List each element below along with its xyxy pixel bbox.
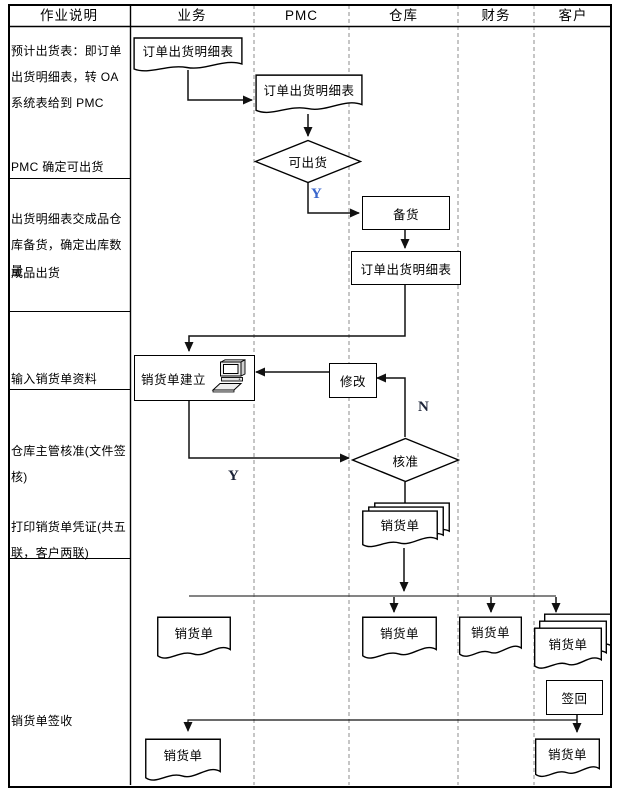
document-shape xyxy=(459,616,522,660)
process-prepare-goods: 备货 xyxy=(362,196,450,230)
header-warehouse: 仓库 xyxy=(389,8,418,23)
lane-dashed-lines xyxy=(253,5,535,785)
multidoc-sales-order-customer: 销货单 xyxy=(534,613,612,671)
document-label: 销货单 xyxy=(379,627,419,642)
document-shape xyxy=(255,74,363,116)
process-sales-order-create: 销货单建立 xyxy=(134,355,255,401)
document-sales-order-business: 销货单 xyxy=(157,616,231,662)
note-divider xyxy=(9,178,130,179)
note-warehouse-prepare: 出货明细表交成品仓库备货，确定出库数量 xyxy=(11,212,122,278)
note-enter-sales-order: 输入销货单资料 xyxy=(11,372,98,386)
document-label: 销货单 xyxy=(174,627,214,642)
process-label: 签回 xyxy=(561,692,588,706)
decision-can-ship: 可出货 xyxy=(253,139,363,184)
decision-approve: 核准 xyxy=(350,437,461,483)
diamond-shape xyxy=(253,139,363,184)
document-front: 销货单 xyxy=(362,510,438,550)
document-order-ship-detail-business: 订单出货明细表 xyxy=(133,37,243,74)
document-sales-order-customer-signed: 销货单 xyxy=(535,738,600,780)
note-divider xyxy=(9,389,130,390)
note-sign-receive: 销货单签收 xyxy=(11,714,73,728)
note-forecast-ship: 预计出货表：即订单出货明细表，转 OA 系统表给到 PMC xyxy=(11,44,122,110)
document-front: 销货单 xyxy=(534,627,602,672)
document-label: 销货单 xyxy=(470,626,510,641)
document-label: 销货单 xyxy=(548,637,588,652)
document-label: 销货单 xyxy=(163,749,203,764)
header-notes: 作业说明 xyxy=(40,8,98,23)
document-shape xyxy=(145,738,221,784)
document-label: 订单出货明细表 xyxy=(263,83,355,98)
note-divider xyxy=(9,311,130,312)
process-sign-back: 签回 xyxy=(546,680,603,715)
document-shape xyxy=(534,627,602,672)
table-outer-border xyxy=(8,4,612,788)
process-label: 修改 xyxy=(339,375,366,389)
document-sales-order-finance: 销货单 xyxy=(459,616,522,660)
document-shape xyxy=(362,616,437,662)
note-goods-ship: 成品出货 xyxy=(11,266,61,280)
header-finance: 财务 xyxy=(481,8,511,23)
document-shape xyxy=(133,37,243,74)
branch-label-yes: Y xyxy=(311,186,322,202)
document-label: 订单出货明细表 xyxy=(142,44,234,59)
process-modify: 修改 xyxy=(329,363,377,398)
diamond-shape xyxy=(350,437,461,483)
document-label: 销货单 xyxy=(380,518,420,533)
document-label: 销货单 xyxy=(547,747,587,762)
note-divider xyxy=(9,558,130,559)
header-pmc: PMC xyxy=(285,8,318,23)
document-shape xyxy=(157,616,231,662)
header-business: 业务 xyxy=(177,8,207,23)
decision-label: 可出货 xyxy=(288,156,328,170)
document-sales-order-business-signed: 销货单 xyxy=(145,738,221,784)
header-customer: 客户 xyxy=(558,8,588,23)
note-print-voucher: 打印销货单凭证(共五联，客户两联) xyxy=(11,520,126,560)
document-shape xyxy=(535,738,600,780)
decision-label: 核准 xyxy=(392,454,419,469)
computer-icon xyxy=(211,359,246,393)
document-shape xyxy=(362,510,438,550)
branch-label-yes2: Y xyxy=(228,468,239,484)
note-pmc-confirm: PMC 确定可出货 xyxy=(11,160,104,174)
document-order-ship-detail-pmc: 订单出货明细表 xyxy=(255,74,363,116)
process-order-ship-detail-warehouse: 订单出货明细表 xyxy=(351,251,461,285)
process-label: 备货 xyxy=(392,207,419,222)
process-label: 销货单建立 xyxy=(141,372,207,387)
document-sales-order-warehouse: 销货单 xyxy=(362,616,437,662)
note-supervisor-approve: 仓库主管核准(文件签核) xyxy=(11,444,126,484)
process-label: 订单出货明细表 xyxy=(360,262,452,277)
flow-connectors xyxy=(183,70,582,733)
multidoc-sales-order-print: 销货单 xyxy=(362,502,452,552)
branch-label-no: N xyxy=(418,399,429,415)
